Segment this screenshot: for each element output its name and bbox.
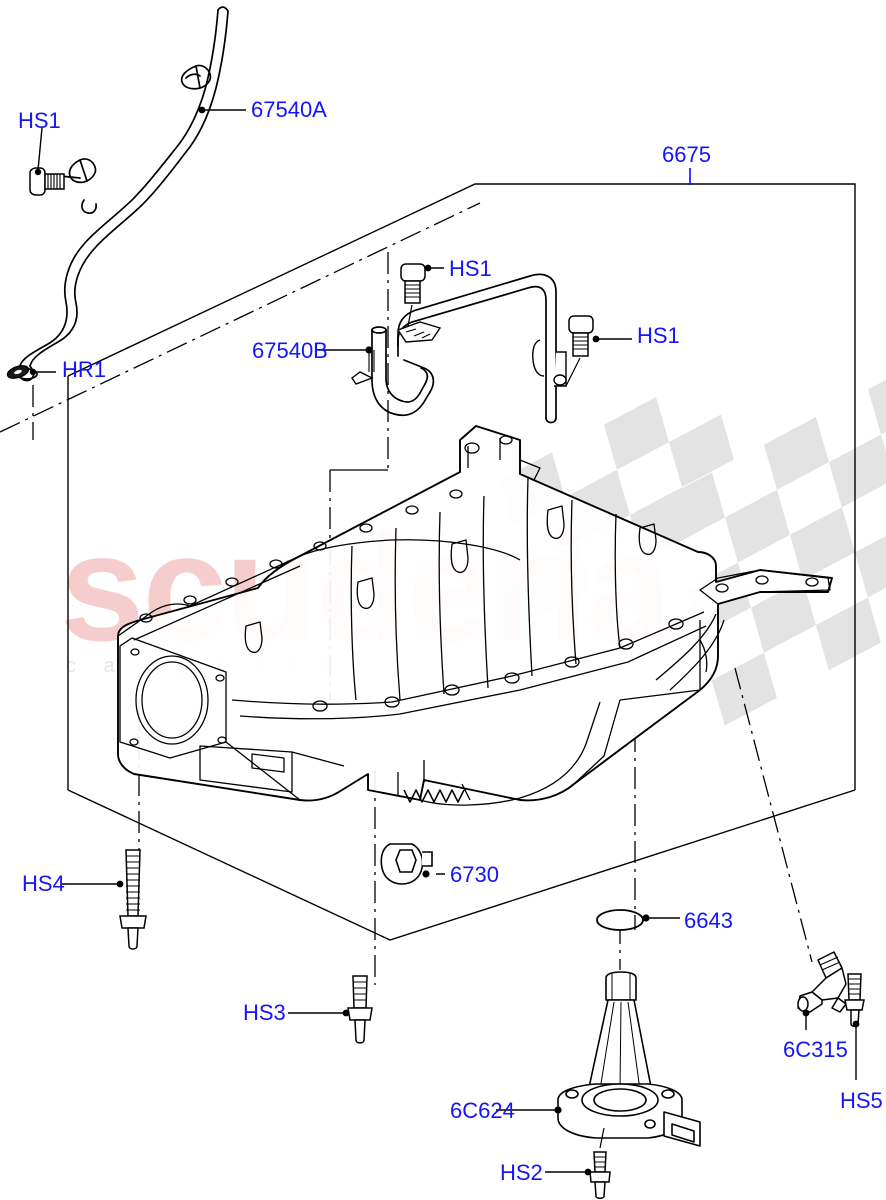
leader-dot-hs1-right <box>592 335 600 343</box>
leader-hs1-top-left <box>37 127 43 171</box>
label-6c624: 6C624 <box>450 1098 515 1123</box>
label-hs2: HS2 <box>500 1160 543 1185</box>
part-hs3-bolt <box>347 975 373 1044</box>
leader-dot-hs1-top-left <box>34 168 42 176</box>
part-6675-oil-pan <box>117 425 833 802</box>
label-hs4: HS4 <box>22 871 65 896</box>
part-hs1-bolt-top-left <box>29 167 65 196</box>
leader-dot-67540b <box>365 346 373 354</box>
part-hs5-bolt <box>844 973 865 1027</box>
label-6730: 6730 <box>450 862 499 887</box>
leader-dot-hr1 <box>29 368 37 376</box>
leader-dot-hs2 <box>584 1168 592 1176</box>
part-hoop-tube <box>397 273 557 424</box>
leader-dot-67540a <box>198 106 206 114</box>
leader-dot-hs4 <box>116 880 124 888</box>
part-hs2-bolt <box>589 1151 611 1199</box>
leader-dot-6730 <box>422 870 430 878</box>
part-hs1-bolt-mid <box>400 263 426 304</box>
label-6675: 6675 <box>662 142 711 167</box>
leader-dot-6c315 <box>802 1009 810 1017</box>
part-6643-o-ring <box>596 909 644 931</box>
leader-dot-6c624 <box>554 1106 562 1114</box>
part-6c624-oil-level-sensor <box>557 971 701 1147</box>
part-hr1-seal-ring <box>6 365 30 379</box>
leader-dot-hs5 <box>852 1020 860 1028</box>
part-67540b-oil-tube <box>371 326 435 417</box>
label-hs1-top-left: HS1 <box>18 108 61 133</box>
part-67540a-oil-tube <box>16 6 229 382</box>
label-67540b: 67540B <box>252 338 328 363</box>
bracket-hs1-mid <box>396 321 442 343</box>
label-6c315: 6C315 <box>783 1037 848 1062</box>
part-6c315-position-sensor <box>797 951 847 1013</box>
label-hr1: HR1 <box>62 357 107 382</box>
label-hs1-mid: HS1 <box>449 256 492 281</box>
bracket-67540b <box>351 350 375 385</box>
label-hs5: HS5 <box>840 1088 883 1113</box>
clamp-hoop-mid <box>532 339 567 387</box>
assembly-boundary-6675 <box>67 183 856 941</box>
part-6730-drain-plug <box>380 843 433 885</box>
part-hs1-bolt-right <box>568 315 594 357</box>
label-hs3: HS3 <box>243 1000 286 1025</box>
leader-dot-hs3 <box>342 1009 350 1017</box>
label-67540a: 67540A <box>251 97 327 122</box>
part-hs4-long-bolt <box>119 849 147 950</box>
leader-dot-6643 <box>642 914 650 922</box>
label-6643: 6643 <box>684 908 733 933</box>
label-hs1-right: HS1 <box>637 323 680 348</box>
leader-dot-hs1-mid <box>424 264 432 272</box>
oil-pan-detail-lines <box>117 425 831 806</box>
